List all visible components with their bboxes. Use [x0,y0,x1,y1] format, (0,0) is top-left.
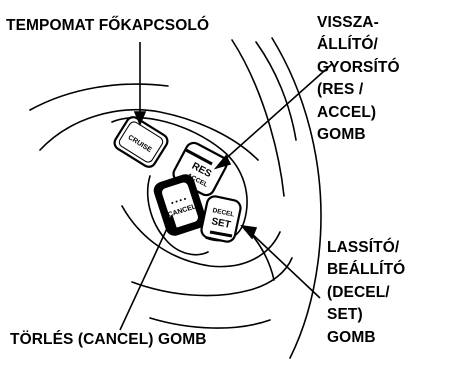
decel-set-label: LASSÍTÓ/ BEÁLLÍTÓ (DECEL/ SET) GOMB [327,237,405,349]
decel-set-button[interactable]: DECEL SET [200,195,242,243]
leader-decel-set [250,232,320,298]
spoke-outer-contour [30,84,168,110]
leader-cancel [120,222,170,330]
res-accel-label: VISSZA- ÁLLÍTÓ/ GYORSÍTÓ (RES / ACCEL) G… [317,12,400,146]
wheel-rim-outer [272,38,321,358]
cancel-label: TÖRLÉS (CANCEL) GOMB [10,330,207,350]
bottom-contour [150,318,270,328]
main-switch-label: TEMPOMAT FŐKAPCSOLÓ [6,16,209,36]
hub-lower-contour [132,258,292,296]
